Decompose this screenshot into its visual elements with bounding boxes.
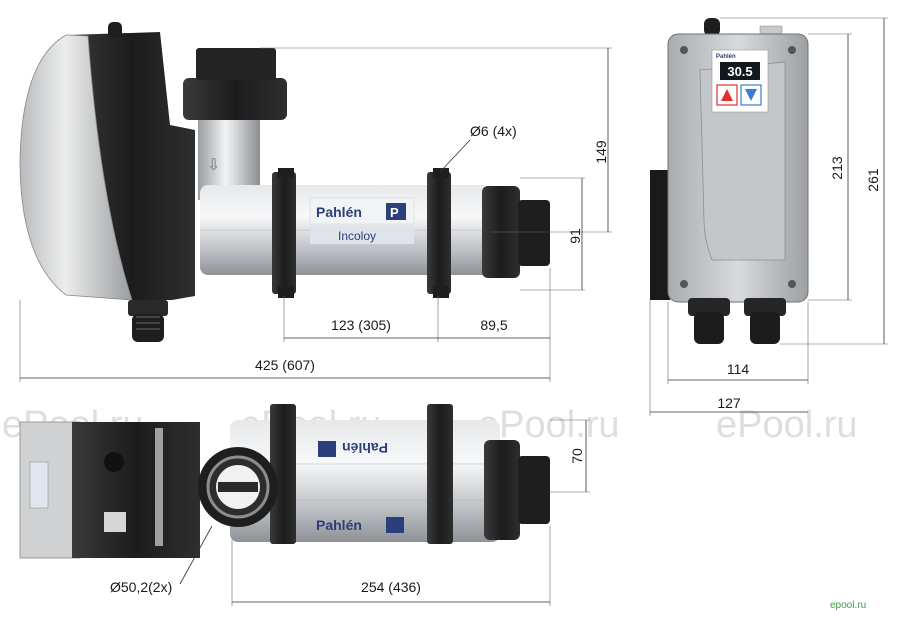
top-view-display — [29, 461, 49, 509]
top-view-logo-icon-2 — [318, 441, 336, 457]
top-view-brand-bottom: Pahlén — [316, 517, 362, 533]
top-view-housing — [72, 422, 200, 558]
mounting-clamp-2 — [427, 172, 451, 294]
front-gland-2 — [750, 312, 780, 344]
front-top-knob — [704, 18, 720, 36]
corner-watermark: epool.ru — [830, 600, 866, 611]
dim-total-length: 425 (607) — [255, 357, 315, 373]
top-view-pipe-end — [518, 456, 550, 524]
front-gland-1 — [694, 312, 724, 344]
control-lid — [19, 34, 133, 301]
dim-top-height: 149 — [593, 140, 609, 164]
brand-logo-icon — [386, 203, 406, 220]
top-view: Pahlén Pahlén — [19, 404, 550, 559]
cable-gland-nut — [128, 300, 168, 316]
watermark-4: ePool.ru — [716, 404, 858, 446]
top-view-clamp-1 — [270, 404, 296, 544]
dim-box-outer-height: 261 — [865, 168, 881, 192]
down-arrow-icon — [745, 89, 757, 101]
flow-arrow-icon: ⇩ — [207, 157, 220, 174]
dim-hole: Ø6 (4x) — [470, 123, 517, 139]
temperature-display — [720, 62, 760, 80]
watermark-3: ePool.ru — [478, 404, 620, 446]
model-label — [310, 226, 414, 244]
top-union-collar — [196, 48, 276, 80]
outlet-pipe-end — [518, 200, 550, 266]
display-brand: Pahlén — [716, 54, 736, 60]
dim-clamp-spacing: 123 (305) — [331, 317, 391, 333]
top-view-knob — [104, 452, 124, 472]
side-view-dimensions: 149 91 Ø6 (4x) 123 (305) 89,5 425 (607) — [19, 47, 612, 382]
front-view: Pahlén 30.5 — [650, 18, 809, 344]
dim-connection: Ø50,2(2x) — [110, 579, 172, 595]
up-arrow-icon — [721, 89, 733, 101]
top-view-dimensions: 70 Ø50,2(2x) 254 (436) — [110, 419, 590, 606]
temperature-reading: 30.5 — [727, 64, 752, 79]
dim-tube-height: 91 — [567, 228, 583, 244]
dim-box-inner-height: 213 — [829, 156, 845, 180]
dim-box-depth: 127 — [717, 395, 741, 411]
dim-bottom-length: 254 (436) — [361, 579, 421, 595]
top-view-union-nut — [484, 440, 520, 540]
top-union-nut — [183, 78, 287, 120]
mount-plate — [650, 170, 670, 300]
top-view-lid — [19, 421, 81, 559]
front-view-dimensions: 213 261 114 127 — [649, 17, 888, 416]
mounting-clamp-1 — [272, 172, 296, 294]
brand-name: Pahlén — [316, 204, 362, 220]
model-name: Incoloy — [338, 229, 376, 243]
dim-bottom-height: 70 — [569, 448, 585, 464]
top-view-brand: Pahlén — [342, 440, 388, 456]
side-view: ⇩ Pahlén P Incoloy — [19, 22, 550, 342]
dim-box-width: 114 — [727, 361, 750, 377]
top-view-label-plate — [104, 512, 126, 532]
brand-logo-glyph: P — [390, 205, 399, 220]
top-view-clamp-2 — [427, 404, 453, 544]
dim-end-length: 89,5 — [480, 317, 507, 333]
front-gland-2-nut — [744, 298, 786, 316]
top-knob — [108, 22, 122, 38]
front-gland-1-nut — [688, 298, 730, 316]
control-housing — [68, 32, 195, 300]
top-view-logo-icon — [386, 517, 404, 533]
